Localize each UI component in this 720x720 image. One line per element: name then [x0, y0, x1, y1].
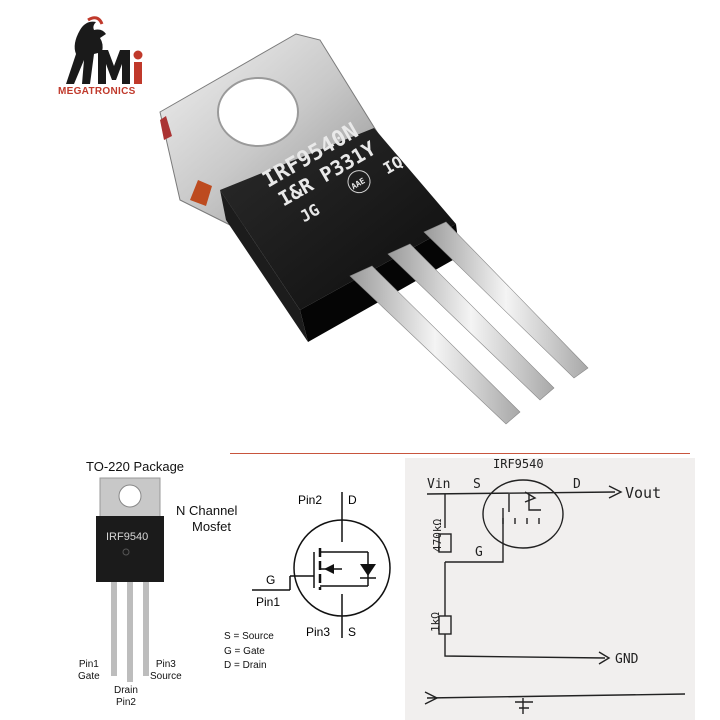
- pin1-line2: Gate: [78, 671, 100, 682]
- sym-pin2: Pin2: [298, 493, 322, 507]
- pin1-label: Pin1 Gate: [78, 659, 100, 683]
- sketch-vin: Vin: [427, 477, 450, 492]
- legend-source: S = Source: [224, 631, 274, 642]
- section-divider: [230, 453, 690, 454]
- pin3-line1: Pin3: [155, 659, 176, 670]
- pin2-line1: Drain: [114, 685, 138, 696]
- sym-g: G: [266, 573, 275, 587]
- pin2-label: Drain Pin2: [114, 685, 138, 709]
- sketch-gnd: GND: [615, 652, 639, 667]
- brand-name: MEGATRONICS: [58, 86, 136, 97]
- channel-type-line2: Mosfet: [192, 519, 232, 534]
- to220-package-diagram: IRF9540: [96, 477, 164, 682]
- circuit-sketch: IRF9540 Vin S D Vout 470kΩ G 1kΩ GND: [424, 458, 686, 714]
- pin-legend: S = Source G = Gate D = Drain: [224, 630, 274, 674]
- pin1-line1: Pin1: [78, 659, 99, 670]
- sketch-g: G: [475, 545, 483, 560]
- pin2-line2: Pin2: [115, 697, 136, 708]
- mosfet-symbol: Pin2 D G Pin1 Pin3 S: [252, 492, 391, 639]
- sketch-vout: Vout: [625, 484, 661, 502]
- legend-gate: G = Gate: [224, 645, 265, 657]
- sym-pin1: Pin1: [256, 595, 280, 609]
- legend-drain: D = Drain: [224, 660, 267, 671]
- package-title: TO-220 Package: [86, 459, 185, 474]
- transistor-photo: IRF9540N I&R P331Y JG IQ AAE: [159, 33, 589, 425]
- sym-pin3: Pin3: [306, 625, 330, 639]
- sym-d: D: [348, 493, 357, 507]
- sketch-r2: 1kΩ: [429, 612, 442, 632]
- sketch-d: D: [573, 477, 581, 492]
- sketch-s: S: [473, 477, 481, 492]
- sketch-r1: 470kΩ: [431, 519, 444, 552]
- channel-type-line1: N Channel: [176, 503, 238, 518]
- chip-label: IRF9540: [106, 531, 148, 543]
- pin3-label: Pin3 Source: [150, 659, 182, 683]
- sketch-part: IRF9540: [493, 458, 544, 471]
- pin3-line2: Source: [150, 671, 182, 682]
- channel-type: N Channel Mosfet: [176, 503, 237, 535]
- goat-mi-logo-icon: [66, 16, 143, 84]
- circuit-sketch-background: [405, 458, 695, 720]
- sym-s: S: [348, 625, 356, 639]
